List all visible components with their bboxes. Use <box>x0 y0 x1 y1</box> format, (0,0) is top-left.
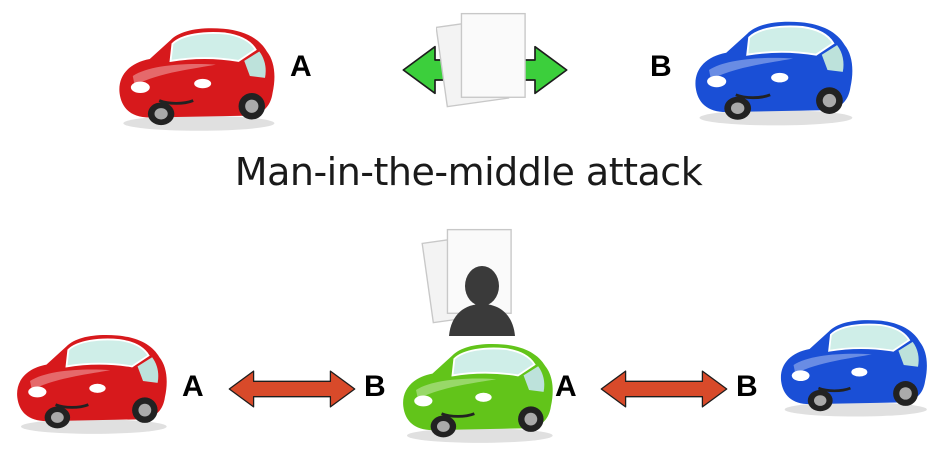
attacker-icon <box>449 266 515 336</box>
label-b-bottom-2: B <box>736 370 758 403</box>
car-icon <box>112 18 282 134</box>
double-arrow-icon <box>228 370 356 408</box>
car-icon <box>688 10 860 130</box>
car-icon <box>10 322 174 440</box>
label-b-bottom-1: B <box>364 370 386 403</box>
label-b-top: B <box>650 50 672 83</box>
car-icon <box>774 300 934 430</box>
car-icon <box>396 330 560 450</box>
label-a-bottom-2: A <box>555 370 577 403</box>
documents-icon <box>436 8 536 112</box>
label-a-bottom-1: A <box>182 370 204 403</box>
diagram-title: Man-in-the-middle attack <box>234 150 703 194</box>
double-arrow-icon <box>600 370 728 408</box>
label-a-top: A <box>290 50 312 83</box>
